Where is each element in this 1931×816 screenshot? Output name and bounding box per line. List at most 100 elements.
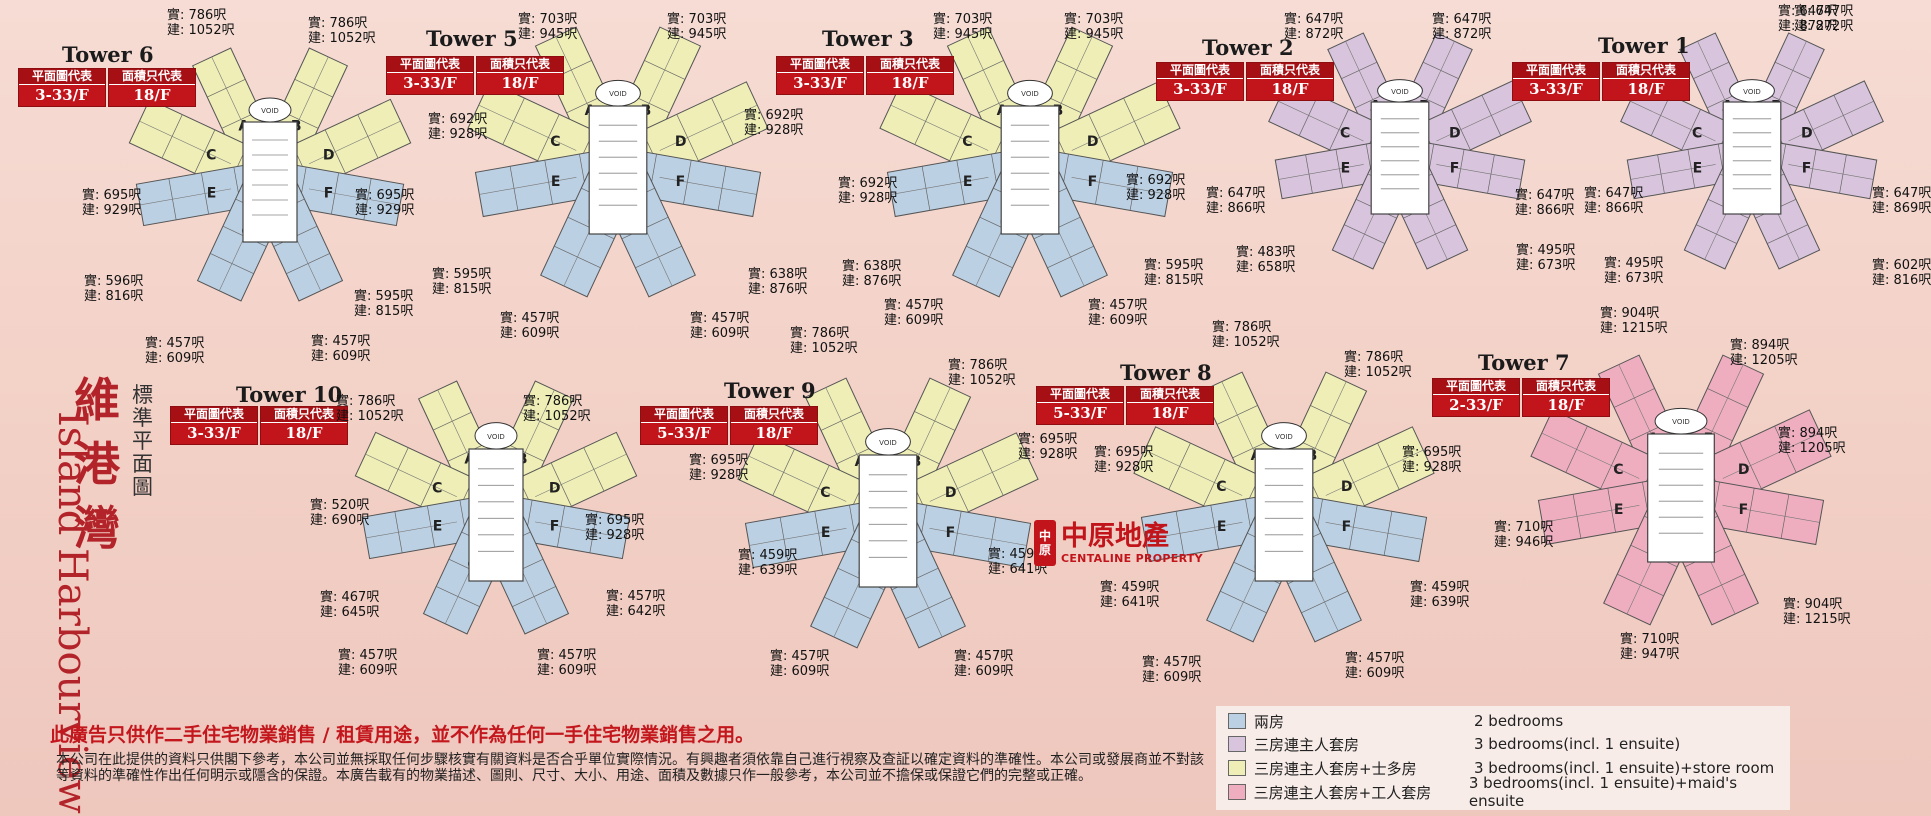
plan-rep-label: 平面圖代表 (777, 57, 863, 73)
saleable-area: 實: 595呎 (432, 267, 492, 282)
svg-text:VOID: VOID (609, 90, 627, 98)
unit-letter: E (207, 185, 217, 201)
unit-area-label: 實: 459呎 建: 639呎 (738, 548, 797, 578)
unit-area-label: 實: 457呎 建: 609呎 (1345, 651, 1404, 681)
area-floor-value: 18/F (133, 86, 171, 104)
disclaimer: 此廣告只供作二手住宅物業銷售 / 租賃用途，並不作為任何一手住宅物業銷售之用。 (50, 724, 755, 746)
gross-area: 建: 673呎 (1604, 271, 1664, 286)
saleable-area: 實: 520呎 (310, 498, 370, 513)
t1-core (1722, 101, 1782, 215)
unit-area-label: 實: 894呎 建: 1205呎 (1778, 426, 1846, 456)
unit-area-label: 實: 520呎 建: 690呎 (310, 498, 369, 528)
saleable-area: 實: 457呎 (884, 298, 944, 313)
gross-area: 建: 609呎 (1088, 313, 1148, 328)
saleable-area: 實: 647呎 (1584, 186, 1644, 201)
tower-title: Tower 2 (1202, 35, 1294, 60)
unit-wing (135, 160, 275, 227)
gross-area: 建: 816呎 (1872, 273, 1931, 288)
unit-area-label: 實: 786呎 建: 1052呎 (790, 326, 858, 356)
saleable-area: 實: 904呎 (1600, 306, 1660, 321)
floor-plan-drawing: ABCDEFGHVOID (128, 47, 412, 302)
unit-area-label: 實: 647呎 建: 872呎 (1778, 4, 1837, 34)
unit-area-label: 實: 459呎 建: 641呎 (988, 547, 1047, 577)
area-rep-label: 面積只代表 (1523, 379, 1609, 395)
plan-floors-value: 3-33/F (1529, 80, 1583, 98)
area-floor-badge: 面積只代表 18/F (730, 406, 818, 445)
saleable-area: 實: 647呎 (1794, 4, 1854, 19)
t5-core (588, 105, 648, 235)
saleable-area: 實: 457呎 (606, 589, 666, 604)
unit-area-label: 實: 467呎 建: 645呎 (320, 590, 379, 620)
saleable-area: 實: 457呎 (770, 649, 830, 664)
unit-area-label: 實: 457呎 建: 642呎 (606, 589, 665, 619)
floor-plan-drawing: ABCDEFGHVOID (879, 26, 1181, 298)
unit-letter: E (1693, 161, 1703, 177)
gross-area: 建: 945呎 (1064, 27, 1124, 42)
unit-area-label: 實: 695呎 建: 929呎 (355, 188, 414, 218)
saleable-area: 實: 647呎 (1432, 12, 1492, 27)
area-floor-value: 18/F (891, 74, 929, 92)
unit-letter: F (1088, 174, 1098, 190)
gross-area: 建: 876呎 (748, 282, 808, 297)
floor-plan-drawing: ABCDEFGHVOID (1133, 371, 1435, 643)
gross-area: 建: 1052呎 (308, 31, 376, 46)
unit-area-label: 實: 457呎 建: 609呎 (884, 298, 943, 328)
saleable-area: 實: 647呎 (1206, 186, 1266, 201)
unit-letter: C (206, 148, 216, 164)
legend-swatch (1228, 736, 1246, 752)
gross-area: 建: 872呎 (1432, 27, 1492, 42)
area-rep-label: 面積只代表 (1127, 387, 1213, 403)
unit-letter: D (1087, 134, 1099, 150)
saleable-area: 實: 602呎 (1872, 258, 1931, 273)
saleable-area: 實: 647呎 (1515, 188, 1575, 203)
plan-floors-badge: 平面圖代表 3-33/F (18, 68, 106, 107)
unit-letter: F (1342, 519, 1352, 535)
unit-area-label: 實: 647呎 建: 869呎 (1872, 186, 1931, 216)
gross-area: 建: 609呎 (770, 664, 830, 679)
plan-rep-label: 平面圖代表 (1157, 63, 1243, 79)
plan-floors-value: 2-33/F (1449, 396, 1503, 414)
centaline-logo: 中原 中原地產 CENTALINE PROPERTY (1034, 520, 1203, 566)
gross-area: 建: 1052呎 (336, 409, 404, 424)
gross-area: 建: 609呎 (537, 663, 597, 678)
unit-area-label: 實: 786呎 建: 1052呎 (523, 394, 591, 424)
gross-area: 建: 639呎 (1410, 595, 1470, 610)
legend-swatch (1228, 713, 1246, 729)
gross-area: 建: 609呎 (500, 326, 560, 341)
t6-core (242, 121, 298, 243)
area-floor-value: 18/F (1627, 80, 1665, 98)
saleable-area: 實: 703呎 (518, 12, 578, 27)
tower-title: Tower 3 (822, 26, 914, 51)
gross-area: 建: 639呎 (738, 563, 798, 578)
t5-void (595, 79, 641, 107)
plan-floors-value: 3-33/F (403, 74, 457, 92)
gross-area: 建: 1052呎 (523, 409, 591, 424)
svg-text:VOID: VOID (1275, 433, 1293, 441)
saleable-area: 實: 647呎 (1872, 186, 1931, 201)
gross-area: 建: 1052呎 (1344, 365, 1412, 380)
gross-area: 建: 946呎 (1494, 535, 1554, 550)
legend-item: 三房連主人套房+士多房 3 bedrooms(incl. 1 ensuite)+… (1228, 757, 1774, 779)
unit-area-label: 實: 647呎 建: 872呎 (1432, 12, 1491, 42)
unit-area-label: 實: 457呎 建: 609呎 (1088, 298, 1147, 328)
unit-letter: E (821, 525, 831, 541)
tower-title: Tower 9 (724, 378, 816, 403)
unit-area-label: 實: 483呎 建: 658呎 (1236, 245, 1295, 275)
area-floor-badge: 面積只代表 18/F (260, 406, 348, 445)
saleable-area: 實: 703呎 (667, 12, 727, 27)
legend-label-en: 3 bedrooms(incl. 1 ensuite) (1474, 735, 1681, 753)
unit-area-label: 實: 595呎 建: 815呎 (1144, 258, 1203, 288)
gross-area: 建: 1052呎 (167, 23, 235, 38)
plan-rep-label: 平面圖代表 (1037, 387, 1123, 403)
unit-letter: C (1216, 479, 1226, 495)
unit-area-label: 實: 457呎 建: 609呎 (954, 649, 1013, 679)
area-rep-label: 面積只代表 (109, 69, 195, 85)
unit-area-label: 實: 647呎 建: 872呎 (1284, 12, 1343, 42)
unit-area-label: 實: 692呎 建: 928呎 (428, 112, 487, 142)
gross-area: 建: 673呎 (1516, 258, 1576, 273)
gross-area: 建: 866呎 (1206, 201, 1266, 216)
unit-letter: D (1738, 462, 1750, 478)
gross-area: 建: 928呎 (689, 468, 749, 483)
plan-rep-label: 平面圖代表 (171, 407, 257, 423)
gross-area: 建: 609呎 (954, 664, 1014, 679)
